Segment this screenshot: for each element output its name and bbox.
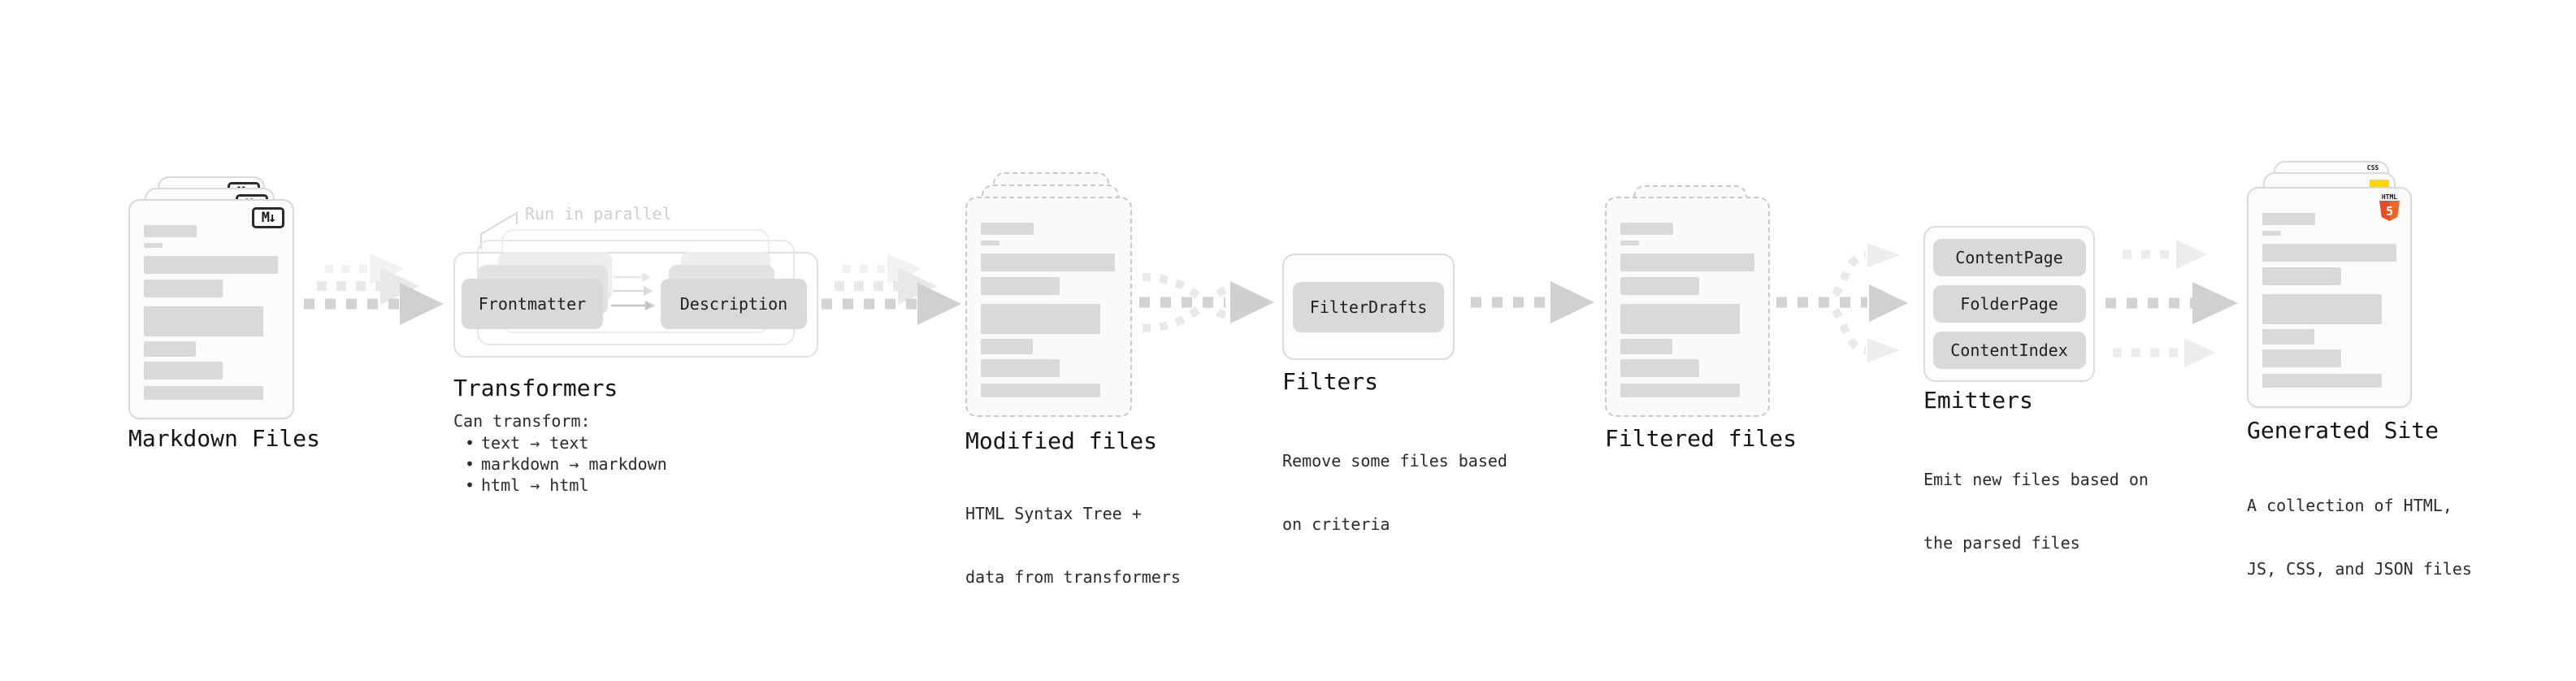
arrow-modified-to-filters <box>1139 273 1274 332</box>
markdown-files-title: Markdown Files <box>128 425 321 452</box>
skeleton-bar <box>1620 254 1754 271</box>
skeleton-bar <box>2262 329 2314 345</box>
transform-bullet: text → text <box>453 432 667 453</box>
skeleton-bar <box>981 339 1033 354</box>
html5-icon-number: 5 <box>2385 203 2394 219</box>
caption-line: A collection of HTML, <box>2247 496 2452 515</box>
site-file-card-html: HTML 5 <box>2247 187 2412 408</box>
skeleton-bar <box>2262 349 2341 367</box>
caption-line: JS, CSS, and JSON files <box>2247 559 2472 579</box>
skeleton-bar <box>1620 241 1639 245</box>
arrow-filtered-to-emitters <box>1776 243 1908 362</box>
skeleton-bar <box>144 386 263 400</box>
skeleton-bar <box>2262 374 2382 388</box>
modified-file-card-front <box>965 197 1132 417</box>
description-node: Description <box>661 279 807 329</box>
emitters-frame: ContentPage FolderPage ContentIndex <box>1923 226 2095 382</box>
skeleton-bar <box>1620 384 1740 397</box>
skeleton-bar <box>981 223 1034 235</box>
caption-line: Emit new files based on <box>1923 470 2149 489</box>
skeleton-bar <box>2262 267 2341 285</box>
emitters-title: Emitters <box>1923 387 2033 414</box>
generated-site-title: Generated Site <box>2247 417 2439 444</box>
skeleton-bar <box>1620 339 1672 354</box>
arrow-frontmatter-to-description <box>611 272 655 310</box>
generated-site-caption: A collection of HTML, JS, CSS, and JSON … <box>2247 453 2472 622</box>
transformer-frame-front <box>453 252 818 358</box>
skeleton-bar <box>144 341 196 357</box>
skeleton-bar <box>2262 294 2382 324</box>
caption-line: data from transformers <box>965 567 1181 587</box>
folderpage-node: FolderPage <box>1932 285 2086 323</box>
filters-title: Filters <box>1282 368 1379 395</box>
skeleton-bar <box>981 241 1000 245</box>
emitters-caption: Emit new files based on the parsed files <box>1923 427 2149 596</box>
arrow-emitters-to-site <box>2105 240 2238 367</box>
skeleton-bar <box>144 225 197 237</box>
filterdrafts-node: FilterDrafts <box>1293 281 1444 332</box>
transformers-caption-heading: Can transform: <box>453 411 591 431</box>
skeleton-bar <box>144 362 223 380</box>
skeleton-bar <box>1620 359 1699 377</box>
caption-line: on criteria <box>1282 514 1390 534</box>
html5-icon-shield: 5 <box>2379 201 2400 221</box>
contentpage-node: ContentPage <box>1932 239 2086 276</box>
modified-files-caption: HTML Syntax Tree + data from transformer… <box>965 461 1181 630</box>
skeleton-bar <box>981 254 1115 271</box>
filtered-files-title: Filtered files <box>1605 425 1798 452</box>
arrow-filters-to-filtered <box>1471 281 1594 323</box>
skeleton-bar <box>2262 231 2281 236</box>
skeleton-bar <box>2262 244 2396 262</box>
transform-bullet: markdown → markdown <box>453 453 667 475</box>
markdown-file-card-front: M↓ <box>128 199 294 419</box>
skeleton-bar <box>144 243 163 248</box>
skeleton-bar <box>1620 223 1673 235</box>
transformers-bullet-list: text → text markdown → markdown html → h… <box>453 432 667 496</box>
css-icon-label: CSS <box>2366 164 2379 171</box>
html5-icon-label: HTML <box>2381 193 2398 201</box>
caption-line: the parsed files <box>1923 533 2080 553</box>
skeleton-bar <box>144 256 278 274</box>
arrow-transformers-to-modified <box>822 254 961 325</box>
transformers-title: Transformers <box>453 375 618 401</box>
skeleton-bar <box>981 304 1100 334</box>
caption-line: HTML Syntax Tree + <box>965 504 1142 523</box>
html5-icon: HTML 5 <box>2379 193 2400 221</box>
skeleton-bar <box>1620 277 1699 295</box>
skeleton-bar <box>1620 304 1740 334</box>
modified-files-title: Modified files <box>965 427 1158 454</box>
skeleton-bar <box>144 306 263 336</box>
run-in-parallel-annotation: Run in parallel <box>525 204 672 223</box>
filters-caption: Remove some files based on criteria <box>1282 408 1507 577</box>
contentindex-node: ContentIndex <box>1932 332 2086 369</box>
skeleton-bar <box>144 280 223 297</box>
frontmatter-node: Frontmatter <box>462 279 603 329</box>
skeleton-bar <box>2262 213 2315 225</box>
filtered-file-card-front <box>1605 197 1770 417</box>
caption-line: Remove some files based <box>1282 451 1507 471</box>
skeleton-bar <box>981 384 1100 397</box>
skeleton-bar <box>981 359 1060 377</box>
transform-bullet: html → html <box>453 475 667 496</box>
arrow-markdown-to-transformers <box>304 254 444 325</box>
filters-frame: FilterDrafts <box>1282 254 1455 360</box>
markdown-icon: M↓ <box>252 207 284 228</box>
skeleton-bar <box>981 277 1060 295</box>
